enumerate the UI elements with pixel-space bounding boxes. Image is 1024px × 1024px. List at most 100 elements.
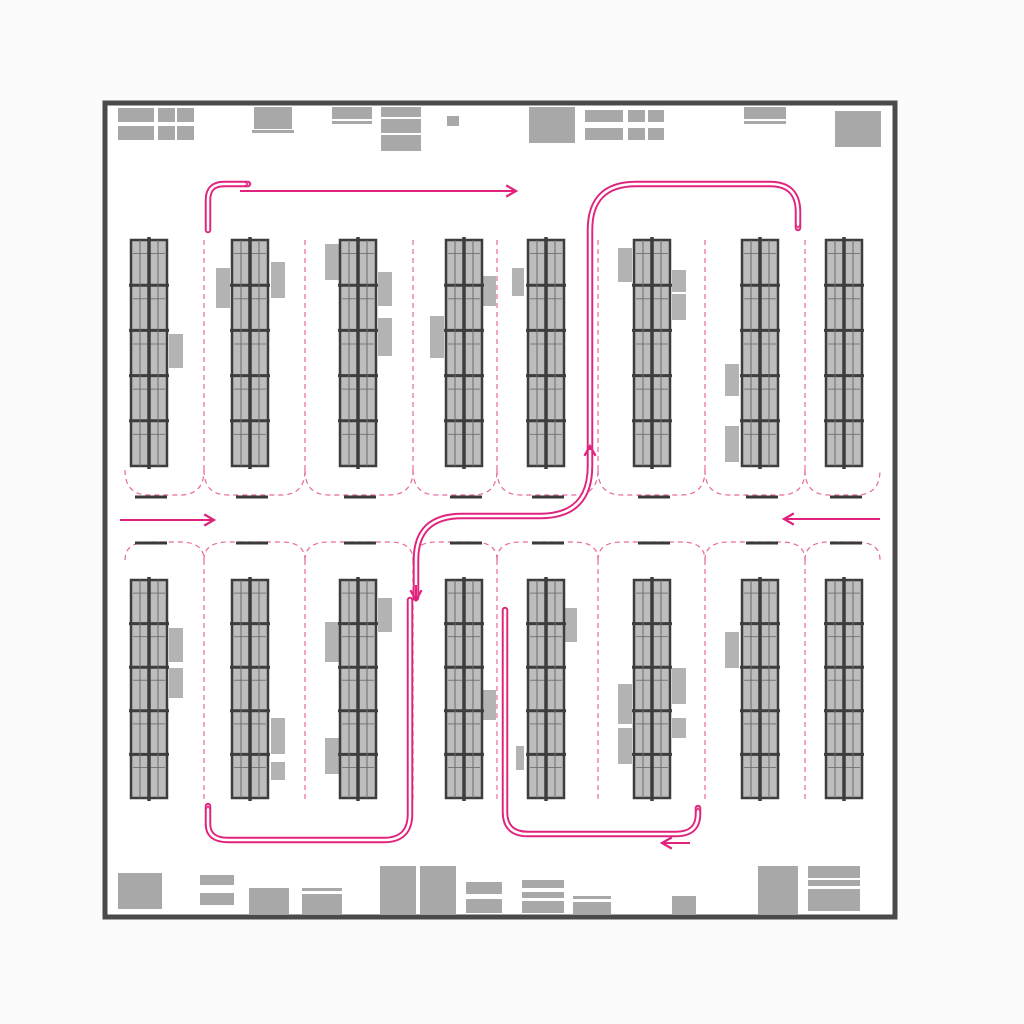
- dock-equipment: [252, 130, 294, 133]
- pallet-icon: [169, 628, 183, 662]
- dock-equipment: [177, 126, 194, 140]
- dock-equipment: [177, 108, 194, 122]
- dock-equipment: [200, 875, 234, 885]
- bottom-dock-equipment: [118, 866, 860, 914]
- pallets: [169, 244, 739, 780]
- dock-equipment: [628, 128, 645, 140]
- dock-equipment: [672, 896, 696, 914]
- pallet-icon: [271, 262, 285, 298]
- rack-bottom-4: [444, 577, 484, 801]
- pallet-icon: [482, 276, 496, 306]
- dock-equipment: [758, 866, 798, 914]
- pallet-icon: [271, 718, 285, 754]
- dock-equipment: [529, 107, 575, 143]
- dock-equipment: [200, 893, 234, 905]
- dock-equipment: [628, 110, 645, 122]
- dock-equipment: [254, 107, 292, 129]
- dock-equipment: [466, 882, 502, 894]
- pallet-icon: [216, 268, 230, 308]
- dock-equipment: [332, 121, 372, 124]
- pallet-icon: [169, 334, 183, 368]
- pallet-icon: [378, 318, 392, 356]
- pallet-icon: [672, 668, 686, 704]
- aisle-curve: [304, 469, 414, 496]
- aisle-curve: [597, 469, 706, 496]
- dock-equipment: [381, 135, 421, 151]
- pallet-icon: [378, 598, 392, 632]
- route-path-core: [206, 598, 412, 842]
- dock-equipment: [332, 107, 372, 119]
- aisle-curve: [496, 541, 599, 561]
- dock-equipment: [808, 866, 860, 878]
- pallet-icon: [430, 316, 444, 358]
- dock-equipment: [808, 889, 860, 911]
- pallet-icon: [672, 270, 686, 292]
- dock-equipment: [302, 894, 342, 914]
- aisle-curve: [704, 469, 806, 496]
- dock-equipment: [381, 107, 421, 117]
- dock-equipment: [585, 110, 623, 122]
- dock-equipment: [158, 126, 175, 140]
- pallet-icon: [725, 426, 739, 462]
- dock-equipment: [381, 119, 421, 133]
- rack-bottom-6: [632, 577, 672, 801]
- rack-bottom-5: [526, 577, 566, 801]
- pallet-icon: [482, 690, 496, 720]
- rack-top-5: [526, 237, 566, 469]
- rack-bottom-3: [338, 577, 378, 801]
- aisle-curve: [704, 541, 806, 561]
- aisle-curve: [124, 469, 205, 496]
- rack-bottom-2: [230, 577, 270, 801]
- pallet-icon: [672, 294, 686, 320]
- rack-top-8: [824, 237, 864, 469]
- rack-top-6: [632, 237, 672, 469]
- pallet-icon: [618, 248, 632, 282]
- rack-top-3: [338, 237, 378, 469]
- rack-area: [129, 237, 864, 801]
- dock-equipment: [302, 888, 342, 891]
- dock-equipment: [158, 108, 175, 122]
- dock-equipment: [466, 899, 502, 913]
- dock-equipment: [380, 866, 416, 914]
- dock-equipment: [585, 128, 623, 140]
- pallet-icon: [325, 622, 339, 662]
- aisle-curve: [496, 469, 599, 496]
- pallet-icon: [325, 738, 339, 774]
- dock-equipment: [522, 901, 564, 913]
- pallet-icon: [516, 746, 524, 770]
- aisle-guides: [124, 240, 881, 800]
- aisle-curve: [203, 541, 306, 561]
- warehouse-wall: [102, 100, 898, 920]
- route-path-core: [414, 182, 800, 600]
- pallet-icon: [725, 632, 739, 668]
- pallet-icon: [169, 668, 183, 698]
- lane-markers: [135, 495, 862, 545]
- dock-equipment: [648, 128, 664, 140]
- pallet-icon: [618, 684, 632, 724]
- rack-bottom-7: [740, 577, 780, 801]
- rack-top-7: [740, 237, 780, 469]
- dock-equipment: [522, 880, 564, 888]
- dock-equipment: [573, 896, 611, 899]
- dock-equipment: [808, 880, 860, 886]
- dock-equipment: [744, 107, 786, 119]
- rack-bottom-1: [129, 577, 169, 801]
- rack-top-1: [129, 237, 169, 469]
- dock-equipment: [744, 121, 786, 124]
- pallet-icon: [378, 272, 392, 306]
- route-path-core: [503, 608, 700, 836]
- aisle-curve: [203, 469, 306, 496]
- pallet-icon: [563, 608, 577, 642]
- pallet-icon: [672, 718, 686, 738]
- pallet-icon: [618, 728, 632, 764]
- pallet-icon: [271, 762, 285, 780]
- top-dock-equipment: [118, 107, 881, 151]
- dock-equipment: [447, 116, 459, 126]
- aisle-curve: [804, 469, 881, 496]
- dock-equipment: [118, 108, 154, 122]
- pick-routes: [120, 180, 880, 850]
- rack-top-4: [444, 237, 484, 469]
- pallet-icon: [512, 268, 524, 296]
- dock-equipment: [118, 126, 154, 140]
